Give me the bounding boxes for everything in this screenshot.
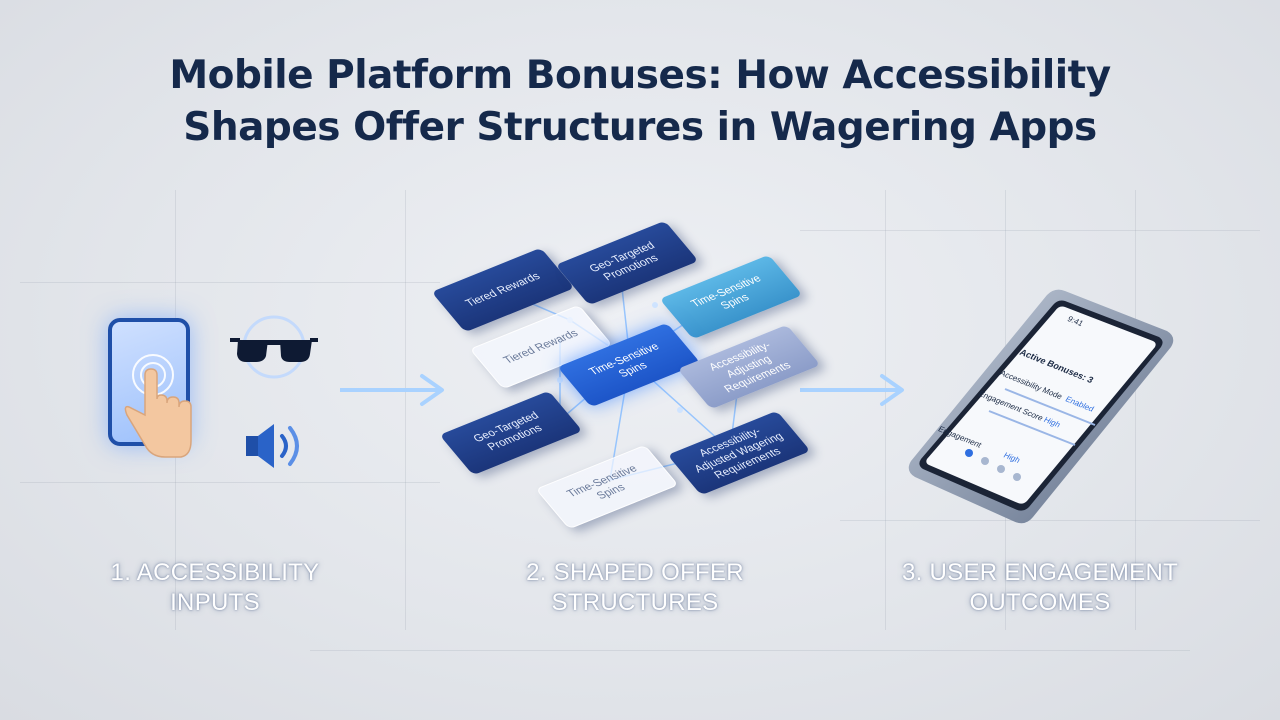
grid-line (1135, 190, 1136, 630)
offer-network: Tiered Rewards Geo-Targeted Promotions T… (431, 210, 830, 540)
stage-label-line: 3. USER ENGAGEMENT (901, 559, 1179, 586)
grid-line (20, 282, 440, 283)
stage-label-1: 1. ACCESSIBILITY INPUTS (60, 558, 370, 618)
stage-label-2: 2. SHAPED OFFER STRUCTURES (470, 558, 800, 618)
grid-line (405, 190, 406, 630)
offer-card-label: Tiered Rewards (462, 270, 543, 309)
smartphone: 9:41 Active Bonuses: 3 Accessibility Mod… (908, 289, 1174, 524)
stage-label-line: 1. ACCESSIBILITY (110, 559, 320, 586)
glasses-icon (230, 315, 318, 379)
stage-label-3: 3. USER ENGAGEMENT OUTCOMES (870, 558, 1210, 618)
title-line-1: Mobile Platform Bonuses: How Accessibili… (169, 53, 1111, 98)
grid-line (800, 230, 1260, 231)
grid-line (20, 482, 440, 483)
page-title: Mobile Platform Bonuses: How Accessibili… (0, 50, 1280, 154)
stage-label-line: 2. SHAPED OFFER (526, 559, 744, 586)
stage-label-line: INPUTS (170, 589, 260, 616)
grid-line (840, 520, 1260, 521)
stage-label-line: OUTCOMES (969, 589, 1111, 616)
speaker-icon (246, 424, 299, 468)
offer-card-label: Tiered Rewards (500, 327, 581, 366)
title-line-2: Shapes Offer Structures in Wagering Apps (183, 105, 1097, 150)
grid-line (310, 650, 1190, 651)
hand-tap-icon (124, 354, 192, 458)
flow-arrow-2 (800, 374, 904, 406)
flow-arrow-1 (340, 374, 444, 406)
grid-line (885, 190, 886, 630)
stage-label-line: STRUCTURES (551, 589, 719, 616)
